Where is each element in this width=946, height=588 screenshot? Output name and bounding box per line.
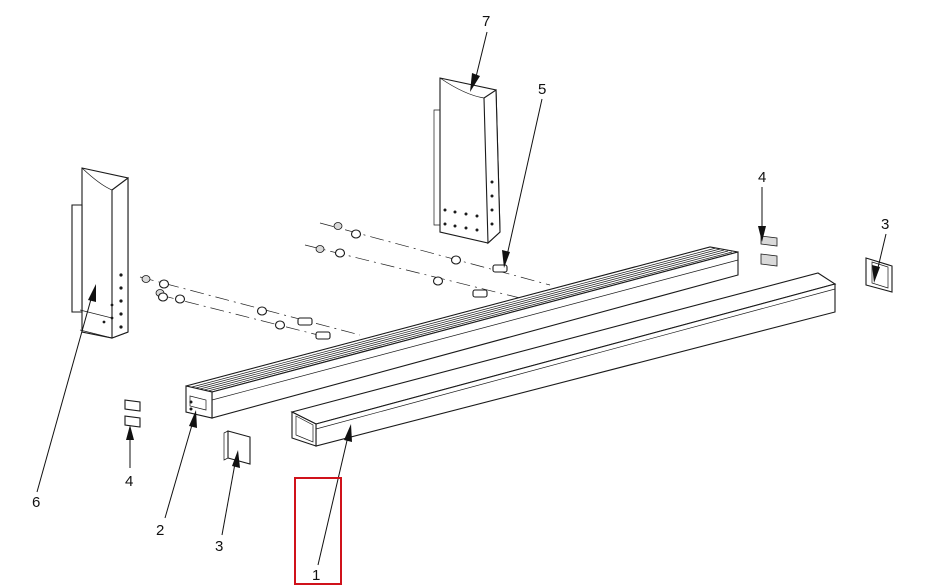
- left-bracket: [71, 167, 129, 339]
- callout-3-right: 3: [881, 216, 889, 233]
- ribbed-extrusion: [185, 246, 739, 419]
- highlight-box: [294, 477, 342, 585]
- nut: [141, 275, 151, 283]
- bolt: [315, 331, 331, 340]
- washer: [256, 306, 268, 316]
- bolt: [472, 289, 488, 298]
- leader-lines: [36, 31, 887, 566]
- nut: [333, 222, 343, 230]
- callout-5: 5: [538, 81, 546, 98]
- nut: [315, 245, 325, 253]
- washer: [450, 255, 462, 265]
- square-tube: [290, 272, 837, 447]
- callout-4-right: 4: [758, 169, 766, 186]
- end-cap-left: [223, 430, 251, 465]
- washer: [274, 320, 286, 330]
- washer: [174, 294, 186, 304]
- bolt: [297, 317, 313, 326]
- callout-3-left: 3: [215, 538, 223, 555]
- upper-bracket: [433, 77, 501, 245]
- callout-4-left: 4: [125, 473, 133, 490]
- washer: [334, 248, 346, 258]
- callout-1: 1: [312, 567, 320, 584]
- callout-6: 6: [32, 494, 40, 511]
- callout-7: 7: [482, 13, 490, 30]
- callout-2: 2: [156, 522, 164, 539]
- washer: [432, 276, 444, 286]
- fastener-set: [141, 222, 508, 340]
- washer: [158, 279, 170, 289]
- bolt: [492, 264, 508, 273]
- washer: [157, 292, 169, 302]
- cap-pair-left: [124, 399, 141, 428]
- cap-pair-right: [760, 235, 778, 267]
- washer: [350, 229, 362, 239]
